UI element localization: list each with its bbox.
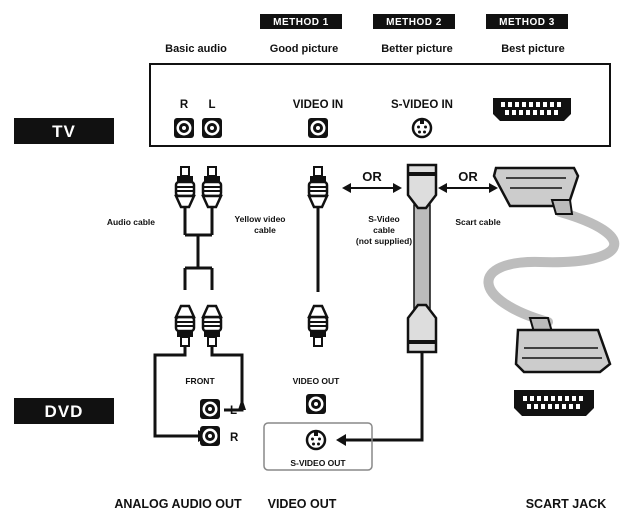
tv-video-in-jack-icon <box>308 118 328 138</box>
svg-text:TV: TV <box>52 122 76 141</box>
or-arrow-1: OR <box>342 169 402 193</box>
tv-audio-l-label: L <box>208 99 215 111</box>
dvd-front-label: FRONT <box>185 376 215 386</box>
or-arrow-2: OR <box>438 169 498 193</box>
basic-audio-heading: Basic audio <box>165 43 227 55</box>
dvd-audio-l-label: L <box>230 405 237 417</box>
dvd-audio-r-label: R <box>230 432 239 444</box>
svg-text:METHOD 2: METHOD 2 <box>386 17 442 28</box>
better-picture-heading: Better picture <box>381 43 453 55</box>
scart-cable-label: Scart cable <box>455 217 501 227</box>
analog-audio-out-label: ANALOG AUDIO OUT <box>114 497 242 511</box>
method-3-tag: METHOD 3 <box>486 14 568 29</box>
svideo-to-dvd-line <box>344 352 424 442</box>
dvd-video-out-label: VIDEO OUT <box>293 376 341 386</box>
tv-audio-l-jack-icon <box>202 118 222 138</box>
arrow-to-dvd-svideo-icon <box>336 434 346 446</box>
svg-text:OR: OR <box>362 169 382 184</box>
scart-jack-label: SCART JACK <box>526 497 607 511</box>
tv-svideo-in-jack-icon <box>411 117 433 139</box>
dvd-label: DVD <box>14 398 114 424</box>
dvd-video-out-jack-icon <box>306 394 326 414</box>
tv-label: TV <box>14 118 114 144</box>
tv-video-in-label: VIDEO IN <box>293 99 343 111</box>
scart-cable-line <box>483 207 620 327</box>
svg-text:METHOD 1: METHOD 1 <box>273 17 329 28</box>
svideo-cable-label-line3: (not supplied) <box>356 236 412 246</box>
video-cable-label-line2: cable <box>254 225 276 235</box>
scart-plug-top-icon <box>492 166 580 215</box>
audio-cable-label: Audio cable <box>107 217 155 227</box>
tv-audio-r-label: R <box>180 99 189 111</box>
svg-text:DVD: DVD <box>45 402 84 421</box>
dvd-audio-r-jack-icon <box>200 426 220 446</box>
svg-text:METHOD 3: METHOD 3 <box>499 17 555 28</box>
svideo-cable-label-line1: S-Video <box>368 214 400 224</box>
arrow-to-dvd-l-icon <box>238 398 246 410</box>
tv-scart-socket-icon <box>493 98 571 121</box>
audio-to-dvd-lines <box>153 346 244 438</box>
audio-plug-top-left-icon <box>174 165 196 209</box>
svideo-cable-label-line2: cable <box>373 225 395 235</box>
method-2-tag: METHOD 2 <box>373 14 455 29</box>
dvd-scart-jack-icon <box>514 390 594 416</box>
svg-text:OR: OR <box>458 169 478 184</box>
audio-plug-bottom-right-icon <box>201 304 223 348</box>
dvd-svideo-out-box <box>263 422 373 471</box>
audio-plug-bottom-left-icon <box>174 304 196 348</box>
audio-plug-top-right-icon <box>201 165 223 209</box>
method-1-tag: METHOD 1 <box>260 14 342 29</box>
svideo-cable <box>406 163 438 354</box>
tv-svideo-in-label: S-VIDEO IN <box>391 99 453 111</box>
video-plug-top-icon <box>307 165 329 209</box>
video-cable-label-line1: Yellow video <box>234 214 285 224</box>
good-picture-heading: Good picture <box>270 43 338 55</box>
audio-cable <box>183 207 214 290</box>
scart-plug-bottom-icon <box>514 317 612 374</box>
video-plug-bottom-icon <box>307 304 329 348</box>
video-out-label: VIDEO OUT <box>268 497 337 511</box>
tv-audio-r-jack-icon <box>174 118 194 138</box>
best-picture-heading: Best picture <box>501 43 565 55</box>
dvd-svideo-out-label: S-VIDEO OUT <box>290 458 346 468</box>
dvd-svideo-out-jack-icon <box>305 429 327 451</box>
dvd-audio-l-jack-icon <box>200 399 220 419</box>
